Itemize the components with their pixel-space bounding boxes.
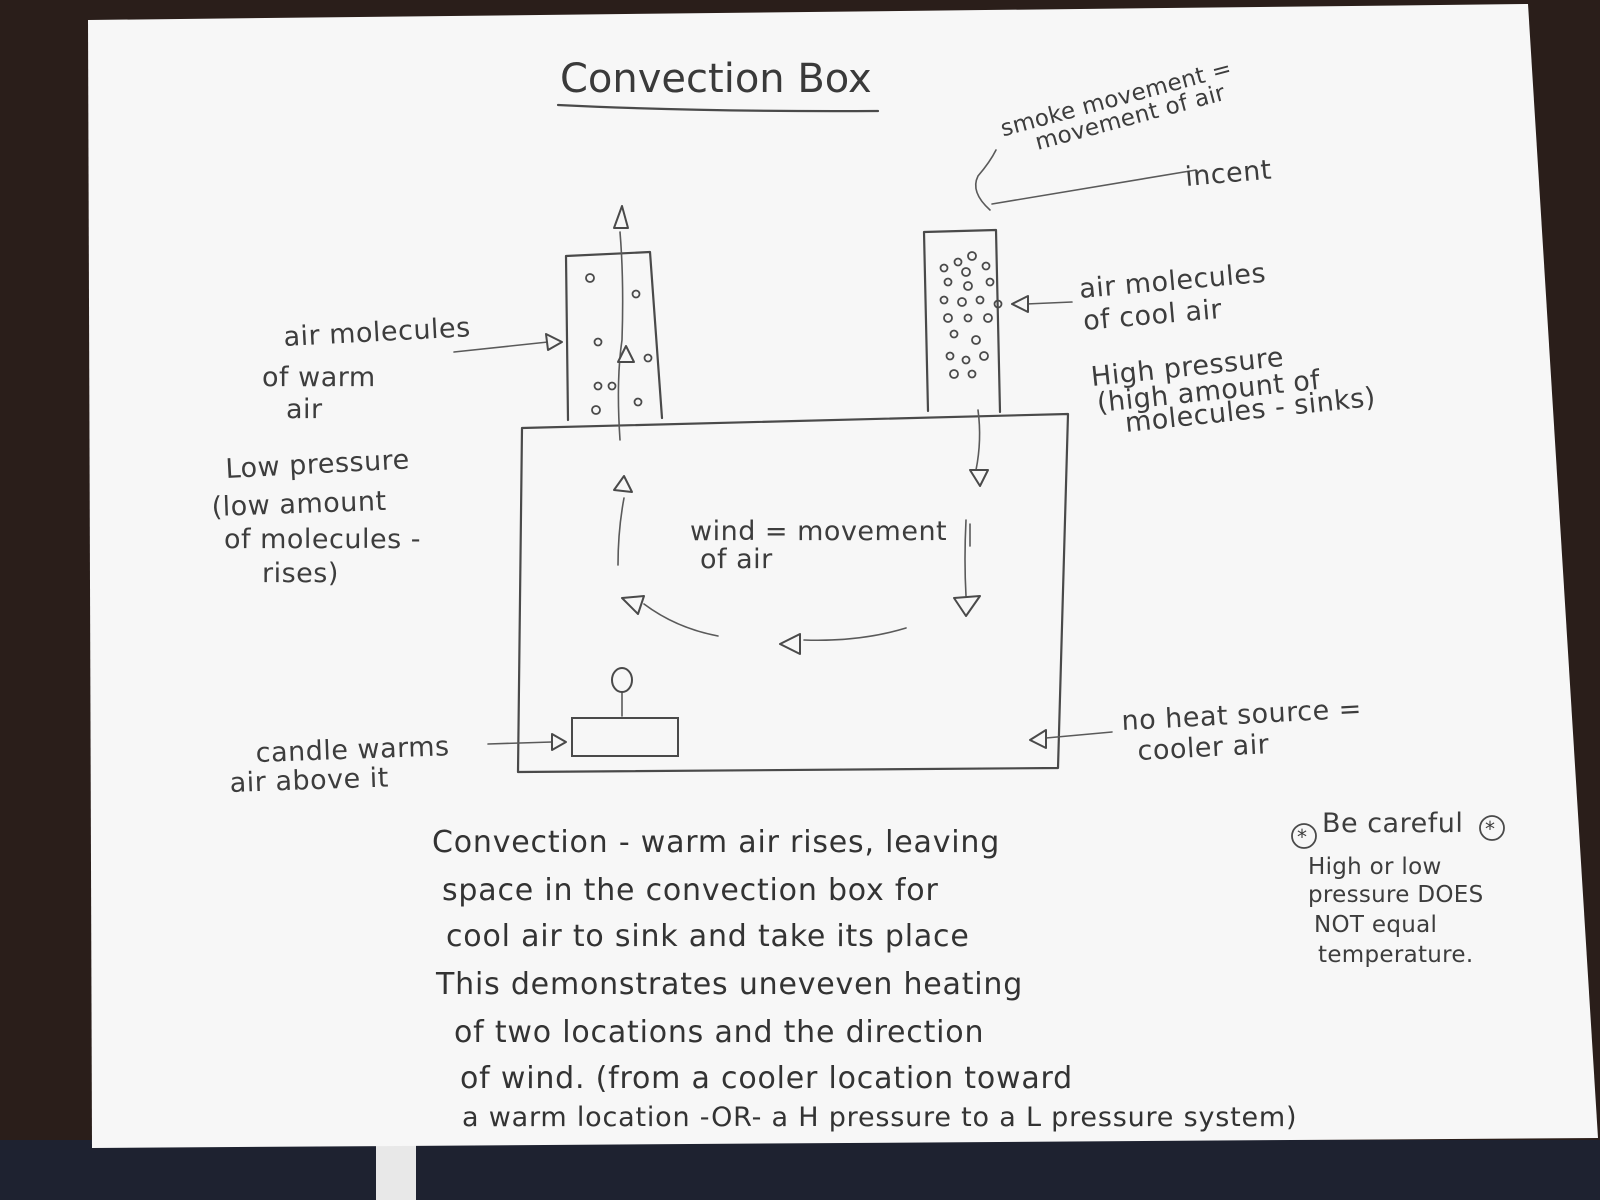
smoke-squiggle: [974, 149, 997, 211]
note-line: High or low: [1308, 854, 1442, 880]
asterisk-glyph: *: [1297, 825, 1307, 849]
title-text: Convection Box: [560, 56, 872, 102]
be-careful-note: * Be careful * High or low pressure DOES…: [1291, 808, 1505, 968]
paper-sheet: [88, 4, 1598, 1148]
sink-line: [975, 409, 981, 471]
flow-line-bottom: [803, 627, 907, 642]
down-arrow-top: [969, 469, 989, 487]
warm-rise-line: [617, 231, 624, 441]
note-line: NOT equal: [1314, 912, 1437, 938]
arrow-warm-molecules: [453, 341, 549, 353]
arrow-head-cool: [1011, 295, 1029, 313]
warm-molecules-label-2: of warm: [262, 362, 376, 393]
candle-label-1: candle warms: [255, 731, 450, 769]
arrow-head-warm: [545, 333, 563, 351]
asterisk-glyph: *: [1485, 817, 1495, 841]
wind-label-1: wind = movement: [690, 516, 947, 547]
cool-air-molecules: [939, 251, 1003, 379]
candle: [571, 717, 679, 757]
right-chimney: [922, 228, 1002, 414]
asterisk-icon: [1291, 823, 1317, 849]
paper-strip: [376, 1145, 416, 1200]
incent-line: [991, 169, 1197, 205]
convection-box: [516, 412, 1070, 774]
flow-line-curve: [643, 603, 719, 637]
no-heat-label-2: cooler air: [1137, 729, 1271, 767]
paragraph-line: Convection - warm air rises, leaving: [432, 825, 1000, 860]
paragraph-line: space in the convection box for: [442, 873, 939, 908]
candle-label-2: air above it: [229, 762, 389, 799]
asterisk-icon: [1479, 815, 1505, 841]
up-line-box: [617, 497, 625, 566]
note-line: pressure DOES: [1308, 882, 1484, 908]
low-pressure-label-3: of molecules -: [224, 524, 421, 555]
explanation-paragraph: Convection - warm air rises, leaving spa…: [432, 825, 1297, 1133]
up-arrow-top: [613, 205, 629, 229]
up-arrow-box: [613, 475, 633, 493]
paragraph-line: cool air to sink and take its place: [446, 919, 970, 954]
arrow-cool-molecules: [1025, 301, 1073, 305]
incent-label: incent: [1184, 155, 1273, 193]
left-chimney: [564, 250, 664, 422]
paragraph-line: of wind. (from a cooler location toward: [460, 1061, 1073, 1096]
left-arrow-bottom: [779, 633, 801, 655]
arrow-head-no-heat: [1029, 729, 1047, 749]
down-arrow-bottom: [953, 595, 981, 617]
low-pressure-label-4: rises): [262, 558, 339, 589]
up-arrow-mid: [617, 345, 635, 363]
note-heading: Be careful: [1322, 808, 1463, 839]
arrow-no-heat: [1045, 731, 1113, 739]
sink-line-2: [964, 519, 967, 597]
note-line: temperature.: [1318, 942, 1473, 968]
warm-air-molecules: [585, 273, 653, 415]
left-arrow-curve: [621, 595, 645, 615]
arrow-head-candle: [551, 733, 567, 751]
paragraph-line: a warm location -OR- a H pressure to a L…: [462, 1102, 1297, 1133]
low-pressure-label-2: (low amount: [211, 486, 387, 523]
warm-molecules-label-3: air: [286, 394, 323, 425]
wind-label-2: of air: [700, 544, 773, 575]
arrow-candle: [487, 741, 553, 745]
title-underline: [556, 103, 880, 113]
table-edge: [0, 1140, 1600, 1200]
paragraph-line: of two locations and the direction: [454, 1015, 984, 1050]
paragraph-line: This demonstrates uneveven heating: [435, 967, 1023, 1002]
candle-flame-icon: [611, 667, 633, 693]
